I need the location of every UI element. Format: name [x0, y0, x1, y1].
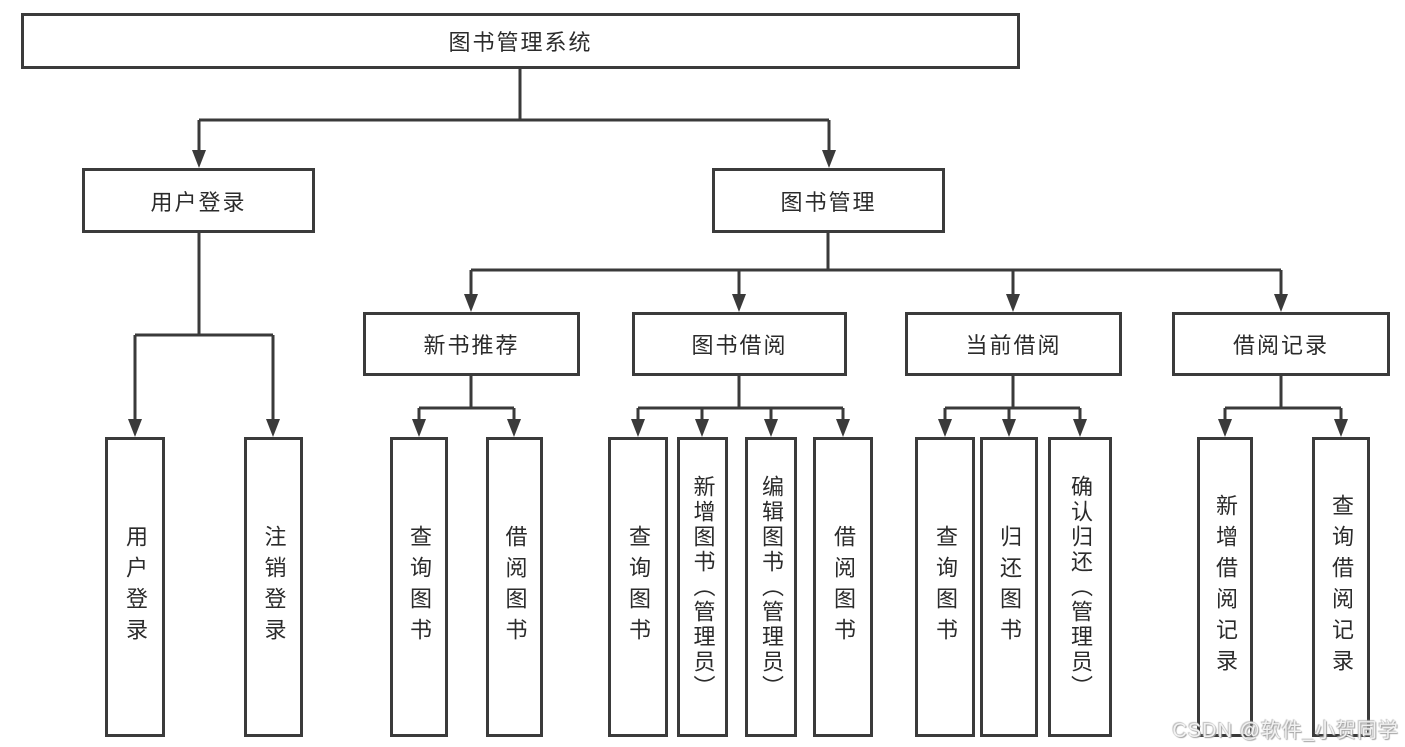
arrow-icon [412, 419, 426, 437]
leaf-confirm-return-admin: 确认归还（管理员） [1048, 437, 1112, 737]
leaf-query-book-2-label: 查询图书 [626, 525, 651, 649]
leaf-edit-book-admin-label: 编辑图书（管理员） [759, 474, 784, 700]
arrow-icon [507, 419, 521, 437]
connector-borrow-record-children [1223, 375, 1343, 433]
arrow-icon [266, 419, 280, 437]
arrow-icon [695, 419, 709, 437]
leaf-query-borrow-record-label: 查询借阅记录 [1329, 494, 1354, 680]
node-new-book-recommend: 新书推荐 [363, 312, 580, 376]
connector-new-book-children [417, 375, 516, 433]
leaf-add-borrow-record-label: 新增借阅记录 [1213, 494, 1238, 680]
leaf-query-book-2: 查询图书 [608, 437, 668, 737]
leaf-query-book-1: 查询图书 [390, 437, 448, 737]
arrow-icon [822, 150, 836, 168]
leaf-add-borrow-record: 新增借阅记录 [1197, 437, 1253, 737]
arrow-icon [1274, 294, 1288, 312]
leaf-borrow-book-2: 借阅图书 [813, 437, 873, 737]
leaf-query-book-3: 查询图书 [915, 437, 975, 737]
node-current-borrow-label: 当前借阅 [965, 333, 1062, 358]
leaf-return-book-label: 归还图书 [997, 525, 1022, 649]
leaf-confirm-return-admin-label: 确认归还（管理员） [1068, 474, 1093, 700]
leaf-borrow-book-1: 借阅图书 [486, 437, 543, 737]
leaf-query-borrow-record: 查询借阅记录 [1312, 437, 1370, 737]
node-user-login-label: 用户登录 [150, 189, 247, 215]
connector-book-mgmt-children [469, 233, 1283, 308]
arrow-icon [1218, 419, 1232, 437]
node-current-borrow: 当前借阅 [905, 312, 1122, 376]
leaf-add-book-admin-label: 新增图书（管理员） [690, 474, 716, 700]
connector-user-login-children [133, 232, 275, 433]
leaf-borrow-book-2-label: 借阅图书 [831, 525, 856, 649]
arrow-icon [836, 419, 850, 437]
leaf-edit-book-admin: 编辑图书（管理员） [745, 437, 797, 737]
leaf-borrow-book-1-label: 借阅图书 [502, 525, 528, 649]
arrow-icon [1006, 294, 1020, 312]
node-borrow-record-label: 借阅记录 [1232, 333, 1329, 358]
connector-root-to-level2 [197, 68, 831, 164]
node-borrow-record: 借阅记录 [1172, 312, 1390, 376]
csdn-watermark: CSDN @软件_小贺同学 [1172, 720, 1399, 742]
leaf-query-book-3-label: 查询图书 [933, 525, 958, 649]
arrow-icon [192, 150, 206, 168]
arrow-icon [464, 294, 478, 312]
arrow-icon [732, 294, 746, 312]
connector-book-borrow-children [636, 375, 845, 433]
leaf-logout-label: 注销登录 [261, 525, 287, 649]
node-user-login: 用户登录 [82, 168, 315, 233]
node-root: 图书管理系统 [21, 13, 1020, 69]
arrow-icon [764, 419, 778, 437]
leaf-user-login: 用户登录 [105, 437, 165, 737]
arrow-icon [631, 419, 645, 437]
leaf-return-book: 归还图书 [980, 437, 1038, 737]
leaf-query-book-1-label: 查询图书 [407, 525, 432, 649]
arrow-icon [1073, 419, 1087, 437]
node-new-book-recommend-label: 新书推荐 [423, 333, 520, 358]
leaf-logout: 注销登录 [244, 437, 303, 737]
arrow-icon [1002, 419, 1016, 437]
arrowheads [128, 150, 1348, 437]
node-book-management-label: 图书管理 [780, 189, 877, 215]
node-book-management: 图书管理 [712, 168, 945, 233]
leaf-add-book-admin: 新增图书（管理员） [677, 437, 728, 737]
arrow-icon [1334, 419, 1348, 437]
node-book-borrow: 图书借阅 [632, 312, 847, 376]
arrow-icon [128, 419, 142, 437]
arrow-icon [938, 419, 952, 437]
leaf-user-login-label: 用户登录 [123, 525, 148, 649]
node-root-label: 图书管理系统 [448, 30, 593, 55]
node-book-borrow-label: 图书借阅 [691, 333, 788, 358]
